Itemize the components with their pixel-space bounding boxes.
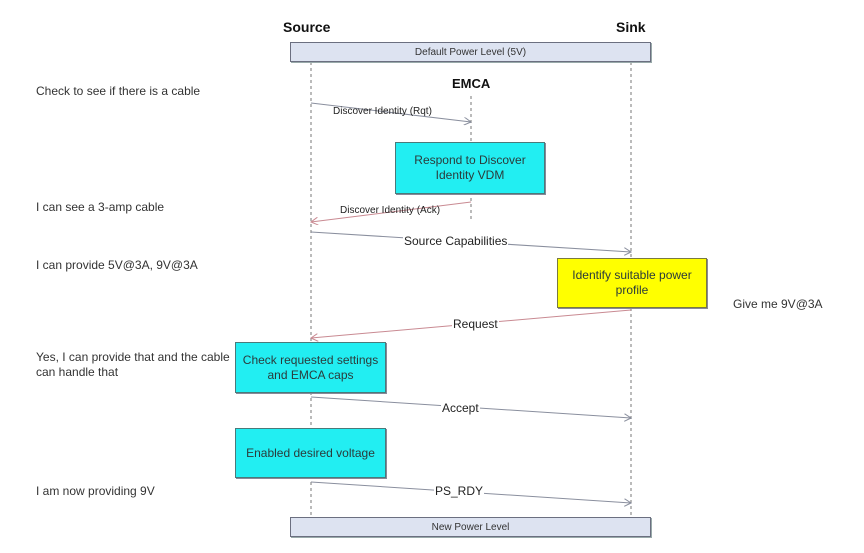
- note-give-me-9v: Give me 9V@3A: [733, 297, 823, 311]
- note-see-3amp-cable: I can see a 3-amp cable: [36, 200, 165, 214]
- label-source-capabilities: Source Capabilities: [403, 234, 509, 248]
- note-can-provide: I can provide 5V@3A, 9V@3A: [36, 258, 198, 272]
- note-check-cable: Check to see if there is a cable: [36, 84, 201, 98]
- lane-title-emca: EMCA: [452, 76, 491, 91]
- default-power-level-bar: Default Power Level (5V): [290, 42, 651, 62]
- box-check-requested-settings: Check requested settings and EMCA caps: [235, 342, 386, 393]
- note-yes-can-provide: Yes, I can provide that and the cable ca…: [36, 350, 230, 379]
- arrow-discover-identity-ack: [311, 201, 472, 222]
- lane-title-sink: Sink: [616, 19, 646, 35]
- box-enabled-desired-voltage: Enabled desired voltage: [235, 428, 386, 478]
- label-discover-identity-ack: Discover Identity (Ack): [340, 205, 441, 216]
- label-ps-rdy: PS_RDY: [434, 484, 485, 498]
- arrow-discover-identity-rqt: [310, 102, 471, 122]
- label-accept: Accept: [441, 401, 480, 415]
- new-power-level-bar: New Power Level: [290, 517, 651, 537]
- note-now-providing-9v: I am now providing 9V: [36, 484, 155, 498]
- label-discover-identity-rqt: Discover Identity (Rqt): [333, 106, 432, 117]
- box-respond-discover-identity: Respond to Discover Identity VDM: [395, 142, 545, 194]
- box-identify-power-profile: Identify suitable power profile: [557, 258, 707, 308]
- lane-title-source: Source: [283, 19, 331, 35]
- label-request: Request: [452, 317, 499, 331]
